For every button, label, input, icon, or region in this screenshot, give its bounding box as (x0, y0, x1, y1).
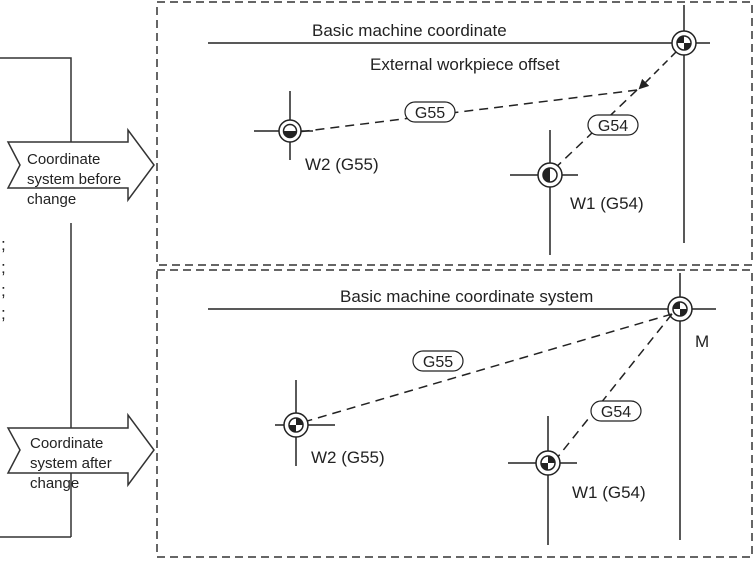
g54-tag-label: G54 (601, 404, 631, 421)
arrow-label-line: Coordinate (30, 435, 103, 452)
code-fragment: ; (1, 304, 6, 323)
w1-origin-icon (510, 130, 578, 255)
g55-tag-label: G55 (415, 105, 445, 122)
code-fragment: ; (1, 258, 6, 277)
arrow-label-line: change (27, 191, 76, 208)
offset-label: External workpiece offset (370, 55, 560, 74)
code-fragment: ; (1, 281, 6, 300)
origin-label: M (695, 332, 709, 351)
machine-axis-label: Basic machine coordinate (312, 21, 507, 40)
block-arrow-shape (6, 412, 155, 488)
w2-label: W2 (G55) (311, 448, 385, 467)
machine-origin-icon (671, 30, 697, 56)
g54-path (552, 313, 673, 464)
panel-border (156, 269, 753, 558)
g55-path (296, 313, 673, 425)
g54-tag: G54 (587, 114, 639, 136)
arrow-label-line: Coordinate (27, 151, 100, 168)
g55-tag: G55 (412, 350, 464, 372)
machine-axis-label: Basic machine coordinate system (340, 287, 593, 306)
arrow-label-line: system after (30, 455, 112, 472)
arrow-before-change: Coordinate system before change (6, 127, 155, 208)
g55-tag: G55 (404, 101, 456, 123)
w1-label: W1 (G54) (572, 483, 646, 502)
offset-arrow (638, 51, 677, 90)
arrow-label-line: system before (27, 171, 121, 188)
w2-origin-icon (254, 91, 313, 160)
program-code-fragments: ; ; ; ; (1, 235, 6, 323)
w2-label: W2 (G55) (305, 155, 379, 174)
arrow-after-change: Coordinate system after change (6, 412, 155, 492)
w1-origin-icon (508, 416, 577, 545)
arrow-label-line: change (30, 475, 79, 492)
g55-tag-label: G55 (423, 354, 453, 371)
panel-border (156, 1, 753, 266)
g55-path (289, 89, 638, 134)
block-arrow-shape (6, 127, 155, 203)
w2-origin-icon (275, 380, 335, 466)
w1-label: W1 (G54) (570, 194, 644, 213)
g54-tag: G54 (590, 400, 642, 422)
machine-origin-icon (667, 296, 693, 322)
g54-tag-label: G54 (598, 118, 628, 135)
panel-before-change: Coordinate system before change Basic ma… (6, 1, 753, 266)
panel-after-change: Coordinate system after change Basic mac… (6, 269, 753, 558)
code-fragment: ; (1, 235, 6, 254)
